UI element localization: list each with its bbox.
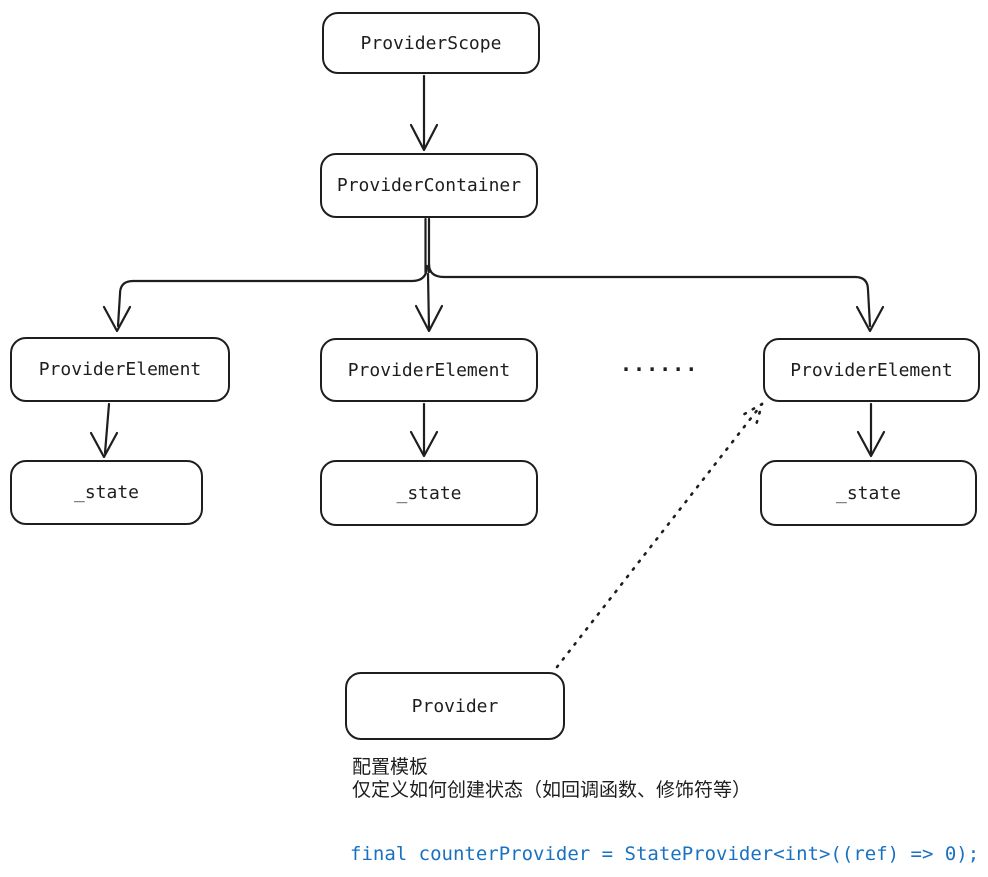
provider-annotation: 配置模板 仅定义如何创建状态（如回调函数、修饰符等） <box>352 756 751 802</box>
node-provider-container-label: ProviderContainer <box>336 175 522 196</box>
node-provider-element-2-label: ProviderElement <box>347 359 511 381</box>
code-snippet: final counterProvider = StateProvider<in… <box>350 843 980 865</box>
node-provider-scope: ProviderScope <box>322 12 540 74</box>
node-state-2-label: _state <box>396 482 462 504</box>
node-state-1-label: _state <box>73 482 140 503</box>
node-provider-element-1-label: ProviderElement <box>38 359 202 380</box>
node-provider: Provider <box>345 672 565 740</box>
annotation-line-2: 仅定义如何创建状态（如回调函数、修饰符等） <box>352 780 752 801</box>
arrow-container-to-element-3 <box>427 262 885 333</box>
arrow-scope-to-container <box>409 74 439 152</box>
annotation-line-1: 配置模板 <box>352 757 429 778</box>
dotted-arrow-provider-to-element-3 <box>555 402 764 669</box>
node-state-2: _state <box>320 460 538 526</box>
node-provider-label: Provider <box>411 695 499 717</box>
node-provider-element-3: ProviderElement <box>763 338 980 402</box>
arrow-element2-to-state2 <box>409 402 439 458</box>
node-provider-scope-label: ProviderScope <box>360 32 502 54</box>
arrow-container-to-element-1 <box>102 264 429 333</box>
node-provider-element-3-label: ProviderElement <box>790 359 953 381</box>
node-provider-element-2: ProviderElement <box>320 338 538 402</box>
node-provider-container: ProviderContainer <box>320 153 538 218</box>
node-provider-element-1: ProviderElement <box>10 337 230 402</box>
arrow-element3-to-state3 <box>856 402 886 458</box>
node-state-3: _state <box>760 460 977 526</box>
node-state-1: _state <box>10 460 203 525</box>
ellipsis-more-elements: ...... <box>620 352 699 376</box>
arrow-container-to-element-2 <box>414 272 444 333</box>
arrow-element1-to-state1 <box>89 402 119 459</box>
node-state-3-label: _state <box>835 482 902 504</box>
